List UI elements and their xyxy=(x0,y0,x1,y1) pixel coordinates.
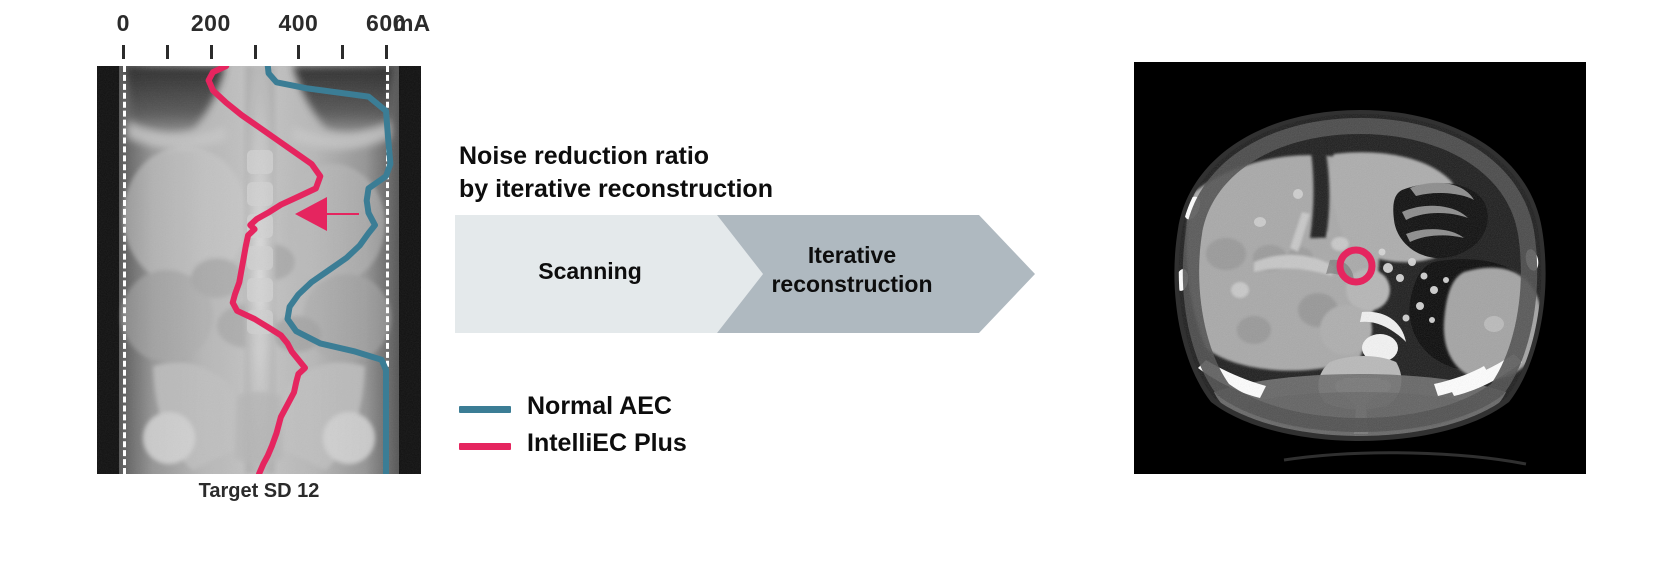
ma-axis-ticks xyxy=(97,45,437,59)
process-flow-shapes xyxy=(455,215,1035,333)
axis-tick-500 xyxy=(341,45,345,59)
legend-swatch-intellic-plus xyxy=(459,443,511,450)
legend-item-normal-aec: Normal AEC xyxy=(459,392,859,429)
banner-stage-iterative-shape xyxy=(717,215,1035,333)
banner-label-scanning: Scanning xyxy=(538,258,642,284)
banner-stage-scanning-shape xyxy=(455,215,763,333)
axis-tick-label-200: 200 xyxy=(190,10,231,36)
roi-circle-marker xyxy=(1336,246,1376,286)
axis-tick-label-400: 400 xyxy=(278,10,319,36)
page-title-line-2: by iterative reconstruction xyxy=(459,174,773,203)
scout-radiograph-graphic xyxy=(97,66,421,474)
banner-label-iterative-line-2: reconstruction xyxy=(771,271,933,298)
legend-swatch-normal-aec xyxy=(459,406,511,413)
axial-ct-panel xyxy=(1134,62,1586,474)
axis-tick-600 xyxy=(384,45,388,59)
legend-label-intellic-plus: IntelliEC Plus xyxy=(527,429,687,457)
curve-normal-aec xyxy=(264,66,394,474)
axis-tick-400 xyxy=(297,45,301,59)
axis-tick-100 xyxy=(166,45,170,59)
axial-ct-graphic xyxy=(1134,62,1586,474)
axial-ct-image xyxy=(1134,62,1586,474)
axis-tick-300 xyxy=(253,45,257,59)
legend-label-normal-aec: Normal AEC xyxy=(527,392,672,420)
arrow-annotation-icon xyxy=(295,197,359,231)
reference-line-600mA xyxy=(385,66,389,474)
banner-label-iterative: Iterative reconstruction xyxy=(727,241,977,300)
reference-line-0mA xyxy=(123,66,127,474)
curve-intellic-plus xyxy=(205,66,324,474)
figure-caption-target-sd: Target SD 12 xyxy=(198,480,320,502)
axis-tick-200 xyxy=(209,45,213,59)
axis-tick-0 xyxy=(122,45,126,59)
ma-axis-labels: mA 0 200 400 600 xyxy=(97,10,437,40)
axis-unit-label: mA xyxy=(393,10,431,36)
page-title: Noise reduction ratio by iterative recon… xyxy=(459,140,1079,205)
chart-legend: Normal AEC IntelliEC Plus xyxy=(459,392,859,466)
center-content-panel: Noise reduction ratio by iterative recon… xyxy=(455,0,1119,561)
scout-dose-profile-panel: mA 0 200 400 600 xyxy=(97,0,437,561)
axis-tick-label-600: 600 xyxy=(366,10,406,36)
process-flow-banner: Scanning Iterative reconstruction xyxy=(455,215,1035,333)
banner-label-iterative-line-1: Iterative xyxy=(807,242,897,268)
dose-modulation-curves xyxy=(205,66,394,474)
legend-item-intellic-plus: IntelliEC Plus xyxy=(459,429,859,466)
page-title-line-1: Noise reduction ratio xyxy=(459,142,710,170)
axis-tick-label-0: 0 xyxy=(116,10,130,36)
scout-radiograph-image xyxy=(97,66,421,474)
